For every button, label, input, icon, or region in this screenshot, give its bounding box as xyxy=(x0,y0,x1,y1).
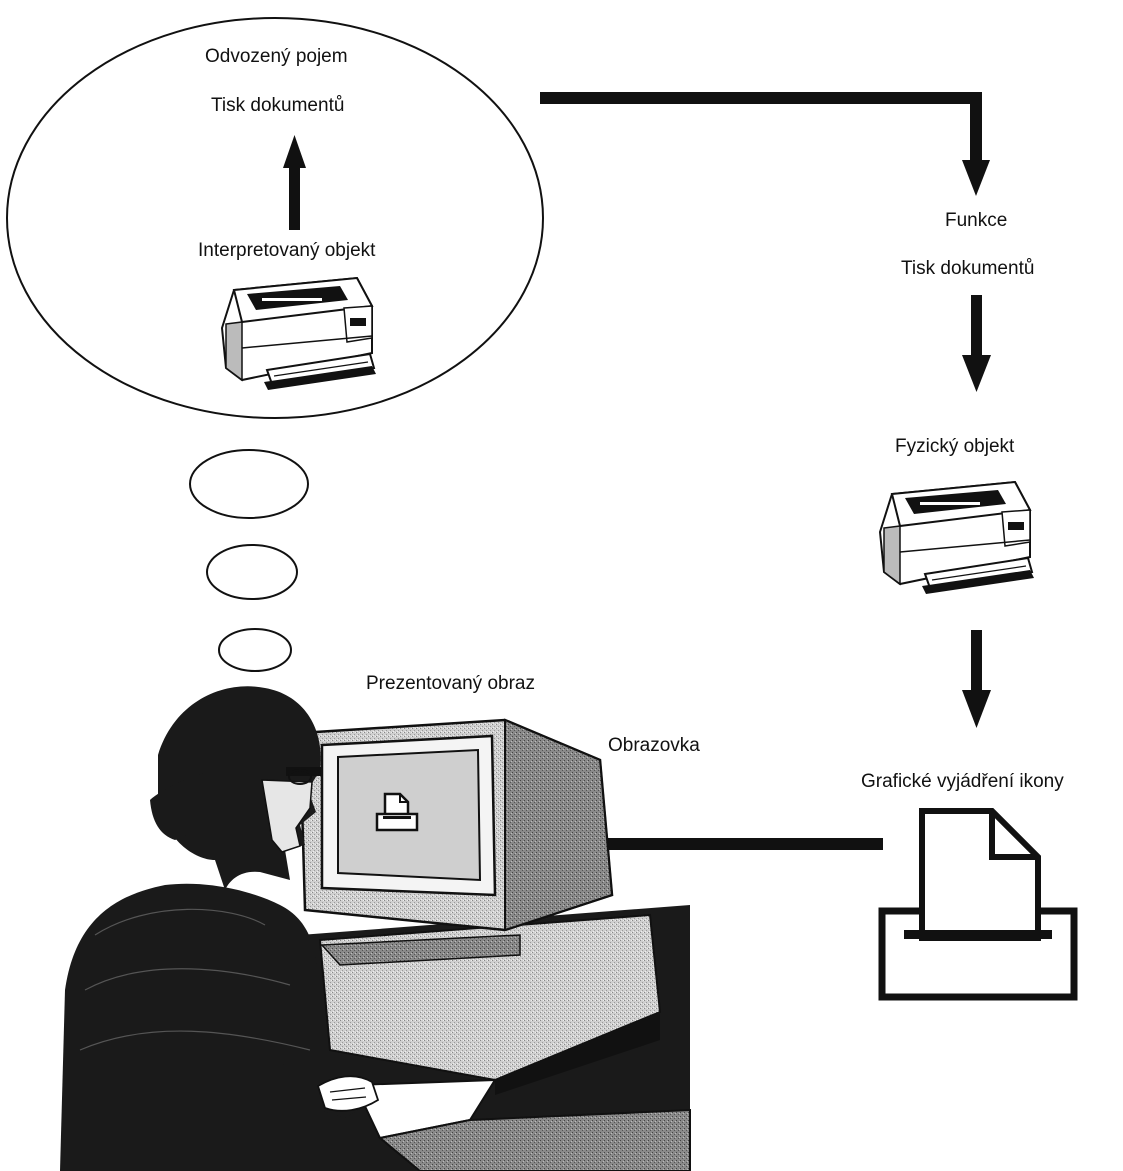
print-document-icon xyxy=(878,808,1078,1001)
presented-image-label: Prezentovaný obraz xyxy=(366,673,535,694)
physical-printer-icon xyxy=(879,481,1035,595)
thought-bubble-small-1 xyxy=(189,449,309,519)
thought-bubble-small-2 xyxy=(206,544,298,600)
thought-bubble-main xyxy=(6,17,544,419)
thought-bubble-small-3 xyxy=(218,628,292,672)
graphic-icon-label: Grafické vyjádření ikony xyxy=(861,771,1064,792)
bubble-to-function-connector xyxy=(540,92,990,196)
down-arrow-icon xyxy=(962,630,991,728)
derived-concept-value: Tisk dokumentů xyxy=(211,95,345,116)
down-arrow-icon xyxy=(962,295,991,392)
up-arrow-icon xyxy=(283,135,306,230)
physical-object-label: Fyzický objekt xyxy=(895,436,1015,457)
function-value: Tisk dokumentů xyxy=(901,258,1035,279)
screen-printer-icon xyxy=(375,792,419,832)
derived-concept-label: Odvozený pojem xyxy=(205,46,348,67)
screen-label: Obrazovka xyxy=(608,735,700,756)
person-silhouette xyxy=(60,686,380,1171)
interpreted-printer-icon xyxy=(221,277,377,391)
interpreted-object-label: Interpretovaný objekt xyxy=(198,240,376,261)
function-label: Funkce xyxy=(945,210,1008,231)
